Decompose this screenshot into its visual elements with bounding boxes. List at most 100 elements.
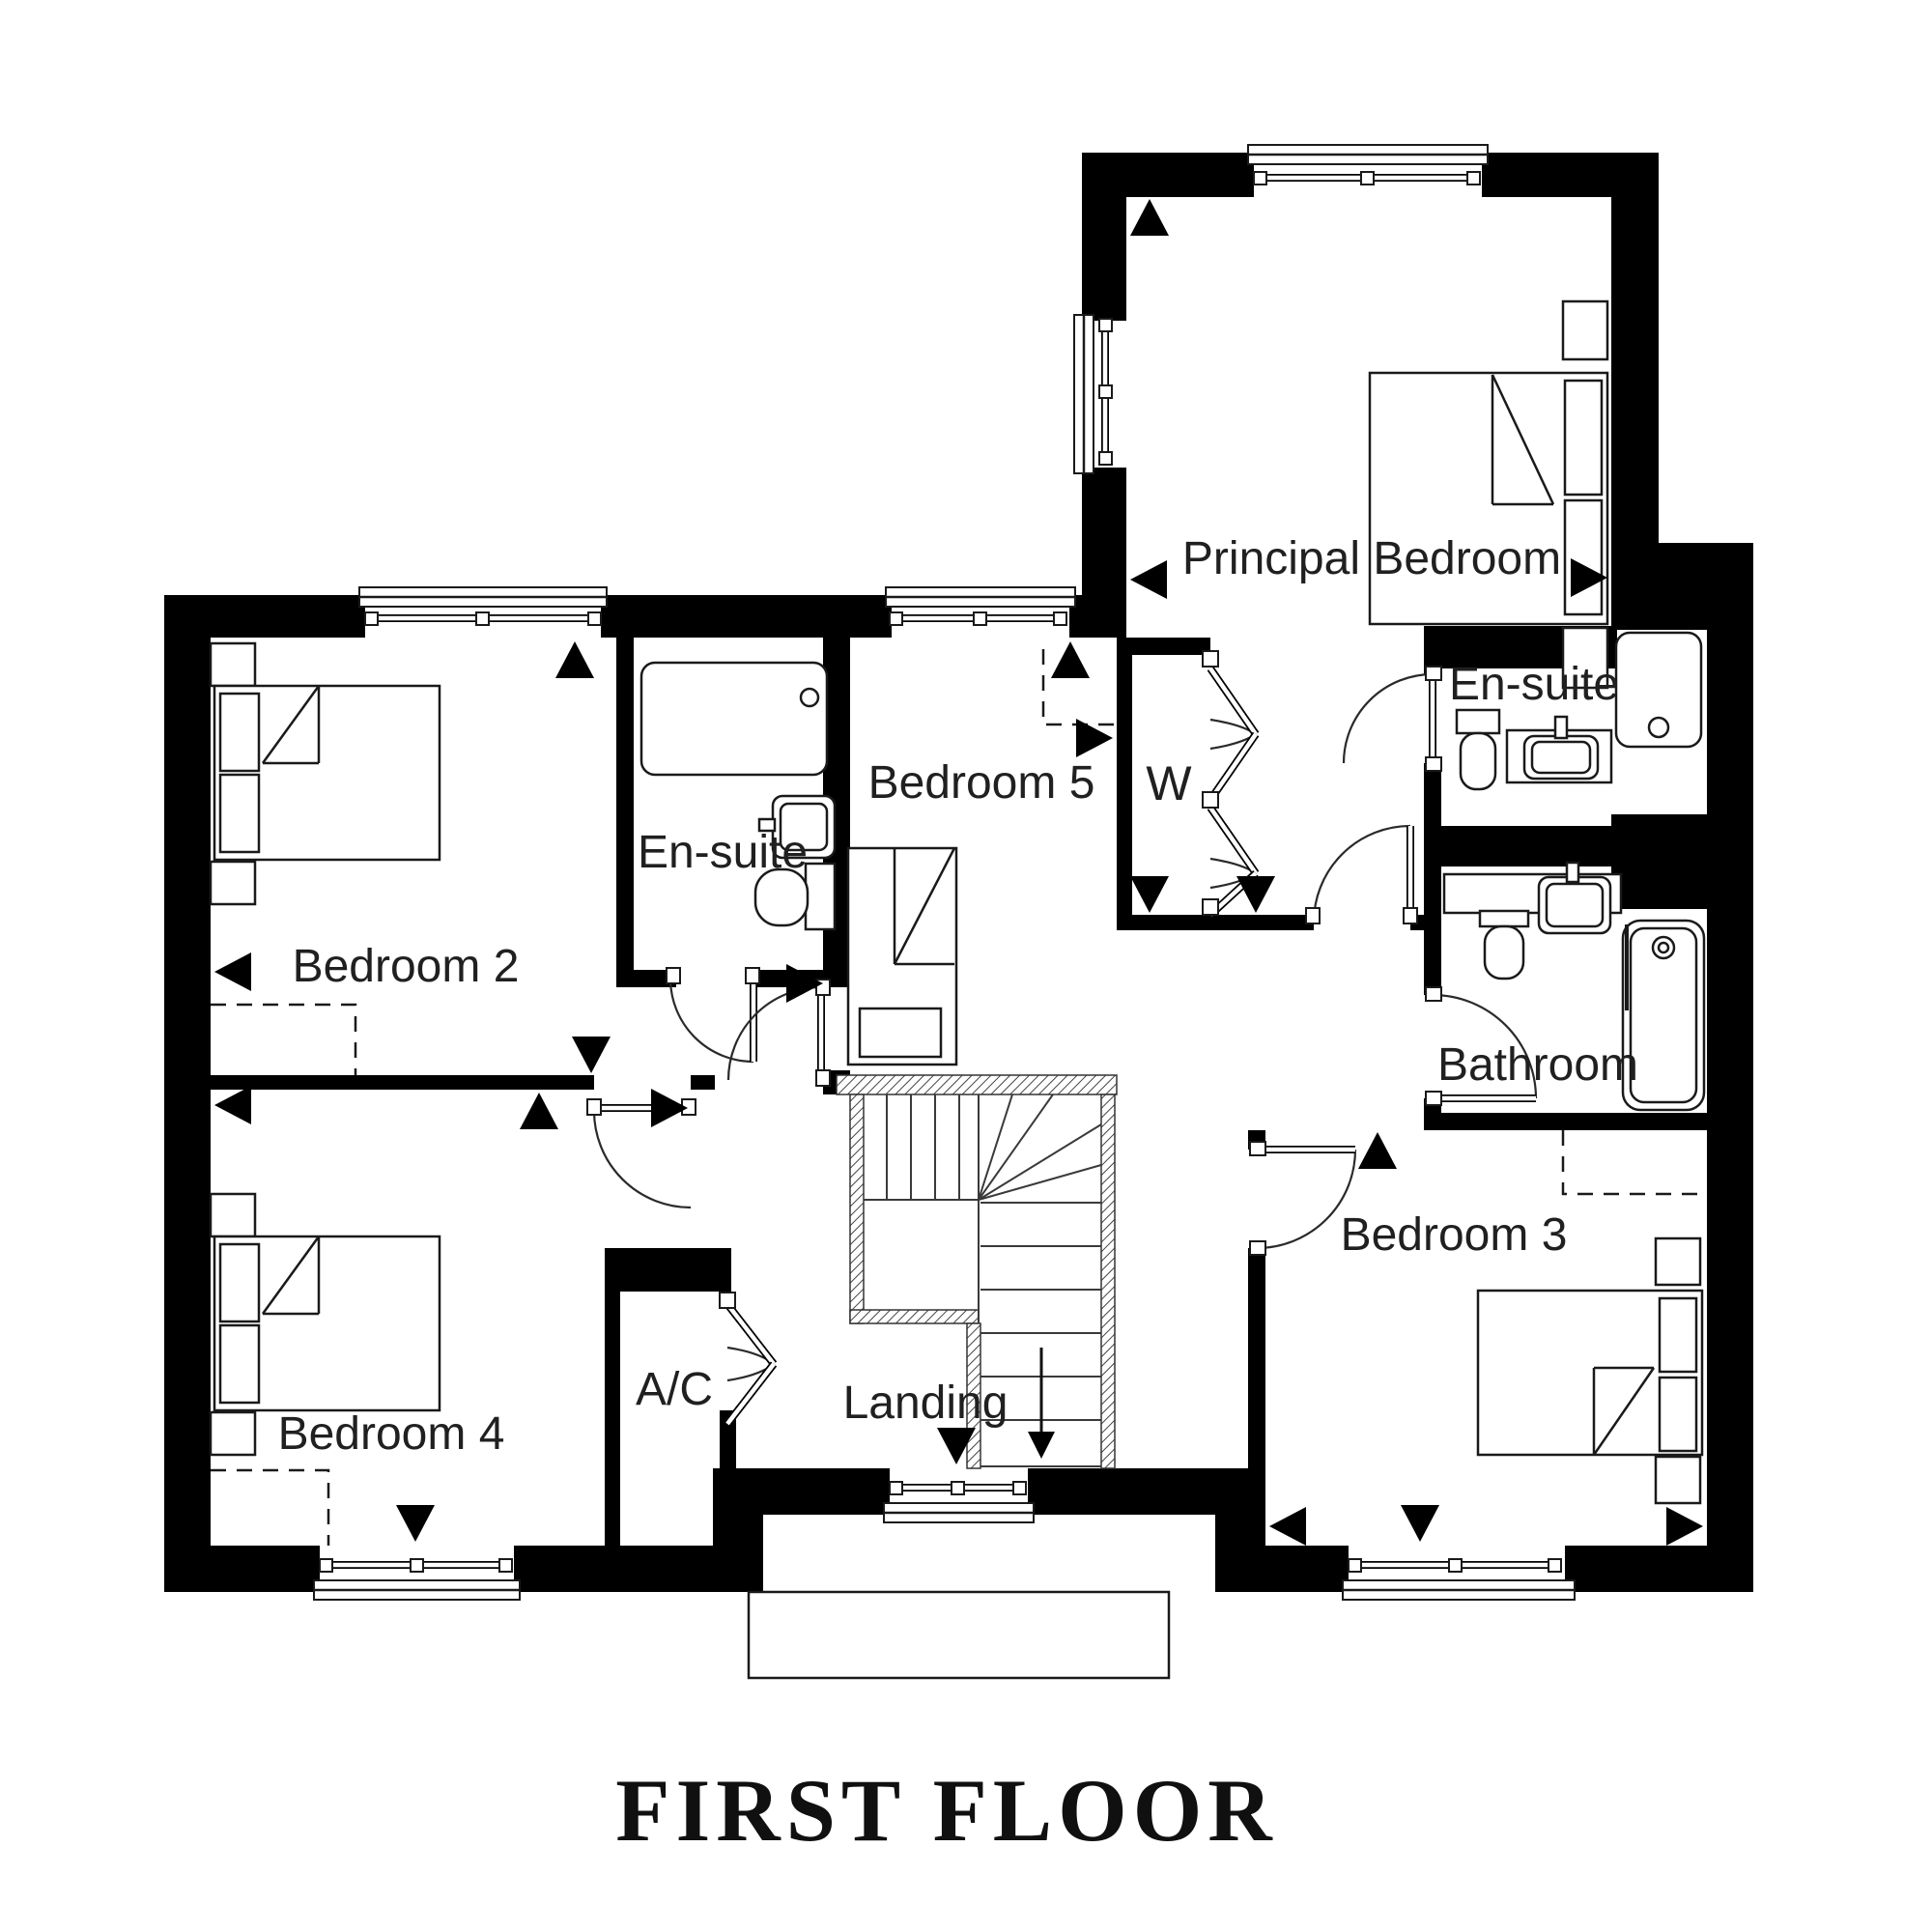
wall-ensuite-right-top-b (1611, 589, 1707, 630)
dashed-bedroom4 (211, 1468, 330, 1546)
window-bedroom3 (1342, 1546, 1576, 1601)
wall-wardrobe-top (1117, 638, 1210, 655)
marker-wardrobe (1130, 876, 1169, 913)
bed-bedroom4 (209, 1192, 441, 1457)
marker-pb-window-top (1130, 199, 1169, 236)
wall-ensuite-bathroom-divider (1441, 826, 1623, 867)
door-bathroom (1425, 986, 1538, 1106)
wall-wardrobe-left (1117, 638, 1132, 930)
shower-tray-left (639, 661, 829, 777)
door-bedroom3 (1249, 1141, 1357, 1256)
wall-left (164, 595, 211, 1592)
bath-tap (1651, 935, 1676, 960)
toilet-cistern-bathroom (1478, 909, 1530, 928)
door-wardrobe-bifold (1202, 650, 1260, 918)
furniture (209, 299, 1706, 1505)
room-label-bedroom-4: Bedroom 4 (278, 1408, 505, 1460)
door-bedroom5 (726, 979, 831, 1087)
marker-divider-up (520, 1093, 558, 1129)
porch-outline (747, 1590, 1171, 1680)
room-label-ensuite-right: En-suite (1449, 659, 1619, 710)
door-ensuite-left (666, 967, 760, 1064)
toilet-cistern-ensuite-right (1455, 708, 1501, 735)
tap-ensuite-left (757, 817, 777, 833)
window-landing (883, 1468, 1035, 1523)
stair-direction-arrow (1028, 1432, 1055, 1459)
wall-step-a (713, 1468, 763, 1592)
wall-bedroom2-right (616, 638, 634, 987)
marker-pb-window-left (1130, 560, 1167, 599)
window-principal-top (1247, 144, 1489, 197)
window-bedroom4 (313, 1546, 521, 1601)
room-label-bedroom-2: Bedroom 2 (293, 941, 520, 992)
marker-bedroom3-door (1358, 1132, 1397, 1169)
room-label-ac: A/C (636, 1364, 713, 1415)
tap-bathroom (1565, 861, 1580, 884)
marker-bedroom4-window (396, 1505, 435, 1542)
windows (313, 144, 1576, 1601)
stair-rail-mid (849, 1309, 980, 1324)
wall-ac-top (605, 1248, 731, 1292)
stair-rail-top (836, 1074, 1118, 1095)
toilet-bowl-bathroom (1483, 924, 1525, 980)
wall-ac-left (605, 1248, 620, 1546)
door-bedroom4 (586, 1098, 696, 1209)
bed-principal (1368, 299, 1609, 690)
dashed-bedroom3 (1561, 1130, 1707, 1196)
bed-bedroom2 (209, 641, 441, 906)
stair-treads (864, 1094, 1102, 1467)
marker-bedroom5-door (786, 964, 823, 1003)
toilet-bowl-left (753, 867, 810, 927)
bathtub (1621, 919, 1706, 1112)
window-bedroom2 (358, 586, 608, 638)
toilet-bowl-ensuite-right (1459, 731, 1497, 791)
staircase (836, 1074, 1118, 1469)
bed-bedroom5 (846, 846, 958, 1066)
dashed-lines (211, 649, 1707, 1546)
marker-bedroom5-right (1076, 719, 1113, 757)
ensuite-right-fixtures (1455, 631, 1703, 791)
stair-rail-right (1100, 1094, 1116, 1469)
wall-pb-right (1611, 153, 1659, 589)
marker-bedroom3-right (1666, 1507, 1703, 1546)
room-label-bathroom: Bathroom (1437, 1039, 1638, 1091)
wall-block-shower (1611, 814, 1707, 909)
ensuite-left-fixtures (639, 661, 837, 931)
door-gaps (594, 674, 1441, 1248)
room-label-ensuite-left: En-suite (638, 827, 808, 878)
wall-bathroom-bottom (1424, 1113, 1707, 1130)
wall-ac-nib (720, 1410, 736, 1468)
wall-bedroom2-4-divider (211, 1075, 715, 1090)
tap-ensuite-right (1553, 715, 1569, 740)
room-label-principal-bedroom: Principal Bedroom (1182, 533, 1561, 584)
room-label-bedroom-3: Bedroom 3 (1341, 1209, 1568, 1261)
window-principal-left (1073, 314, 1126, 474)
bed-bedroom3 (1476, 1236, 1704, 1505)
marker-pb-right (1571, 558, 1607, 597)
room-label-wardrobe: W (1146, 756, 1192, 810)
shower-tray-right (1614, 631, 1703, 749)
room-labels: Principal Bedroom En-suite Bedroom 5 W E… (278, 533, 1638, 1460)
room-label-bedroom-5: Bedroom 5 (868, 757, 1095, 809)
marker-bedroom2-window (555, 641, 594, 678)
marker-bedroom2-wall-a (214, 952, 251, 991)
door-ensuite-right (1342, 666, 1442, 772)
door-ac-bifold (719, 1292, 778, 1427)
marker-pb-door (1236, 876, 1275, 913)
toilet-cistern-left (804, 862, 837, 931)
marker-bedroom3-window (1401, 1505, 1439, 1542)
stair-rail-left (849, 1094, 865, 1324)
marker-triangles (214, 199, 1703, 1546)
shower-drain-right (1647, 716, 1670, 739)
plan-title: FIRST FLOOR (615, 1761, 1277, 1860)
window-bedroom5 (885, 586, 1076, 638)
room-label-landing: Landing (843, 1378, 1009, 1429)
shower-drain-left (799, 687, 820, 708)
marker-landing-window (937, 1428, 976, 1464)
marker-divider-down (572, 1037, 611, 1073)
bathroom-fixtures (1442, 861, 1706, 1112)
marker-bedroom3-left (1269, 1507, 1306, 1546)
wall-right (1707, 543, 1753, 1592)
